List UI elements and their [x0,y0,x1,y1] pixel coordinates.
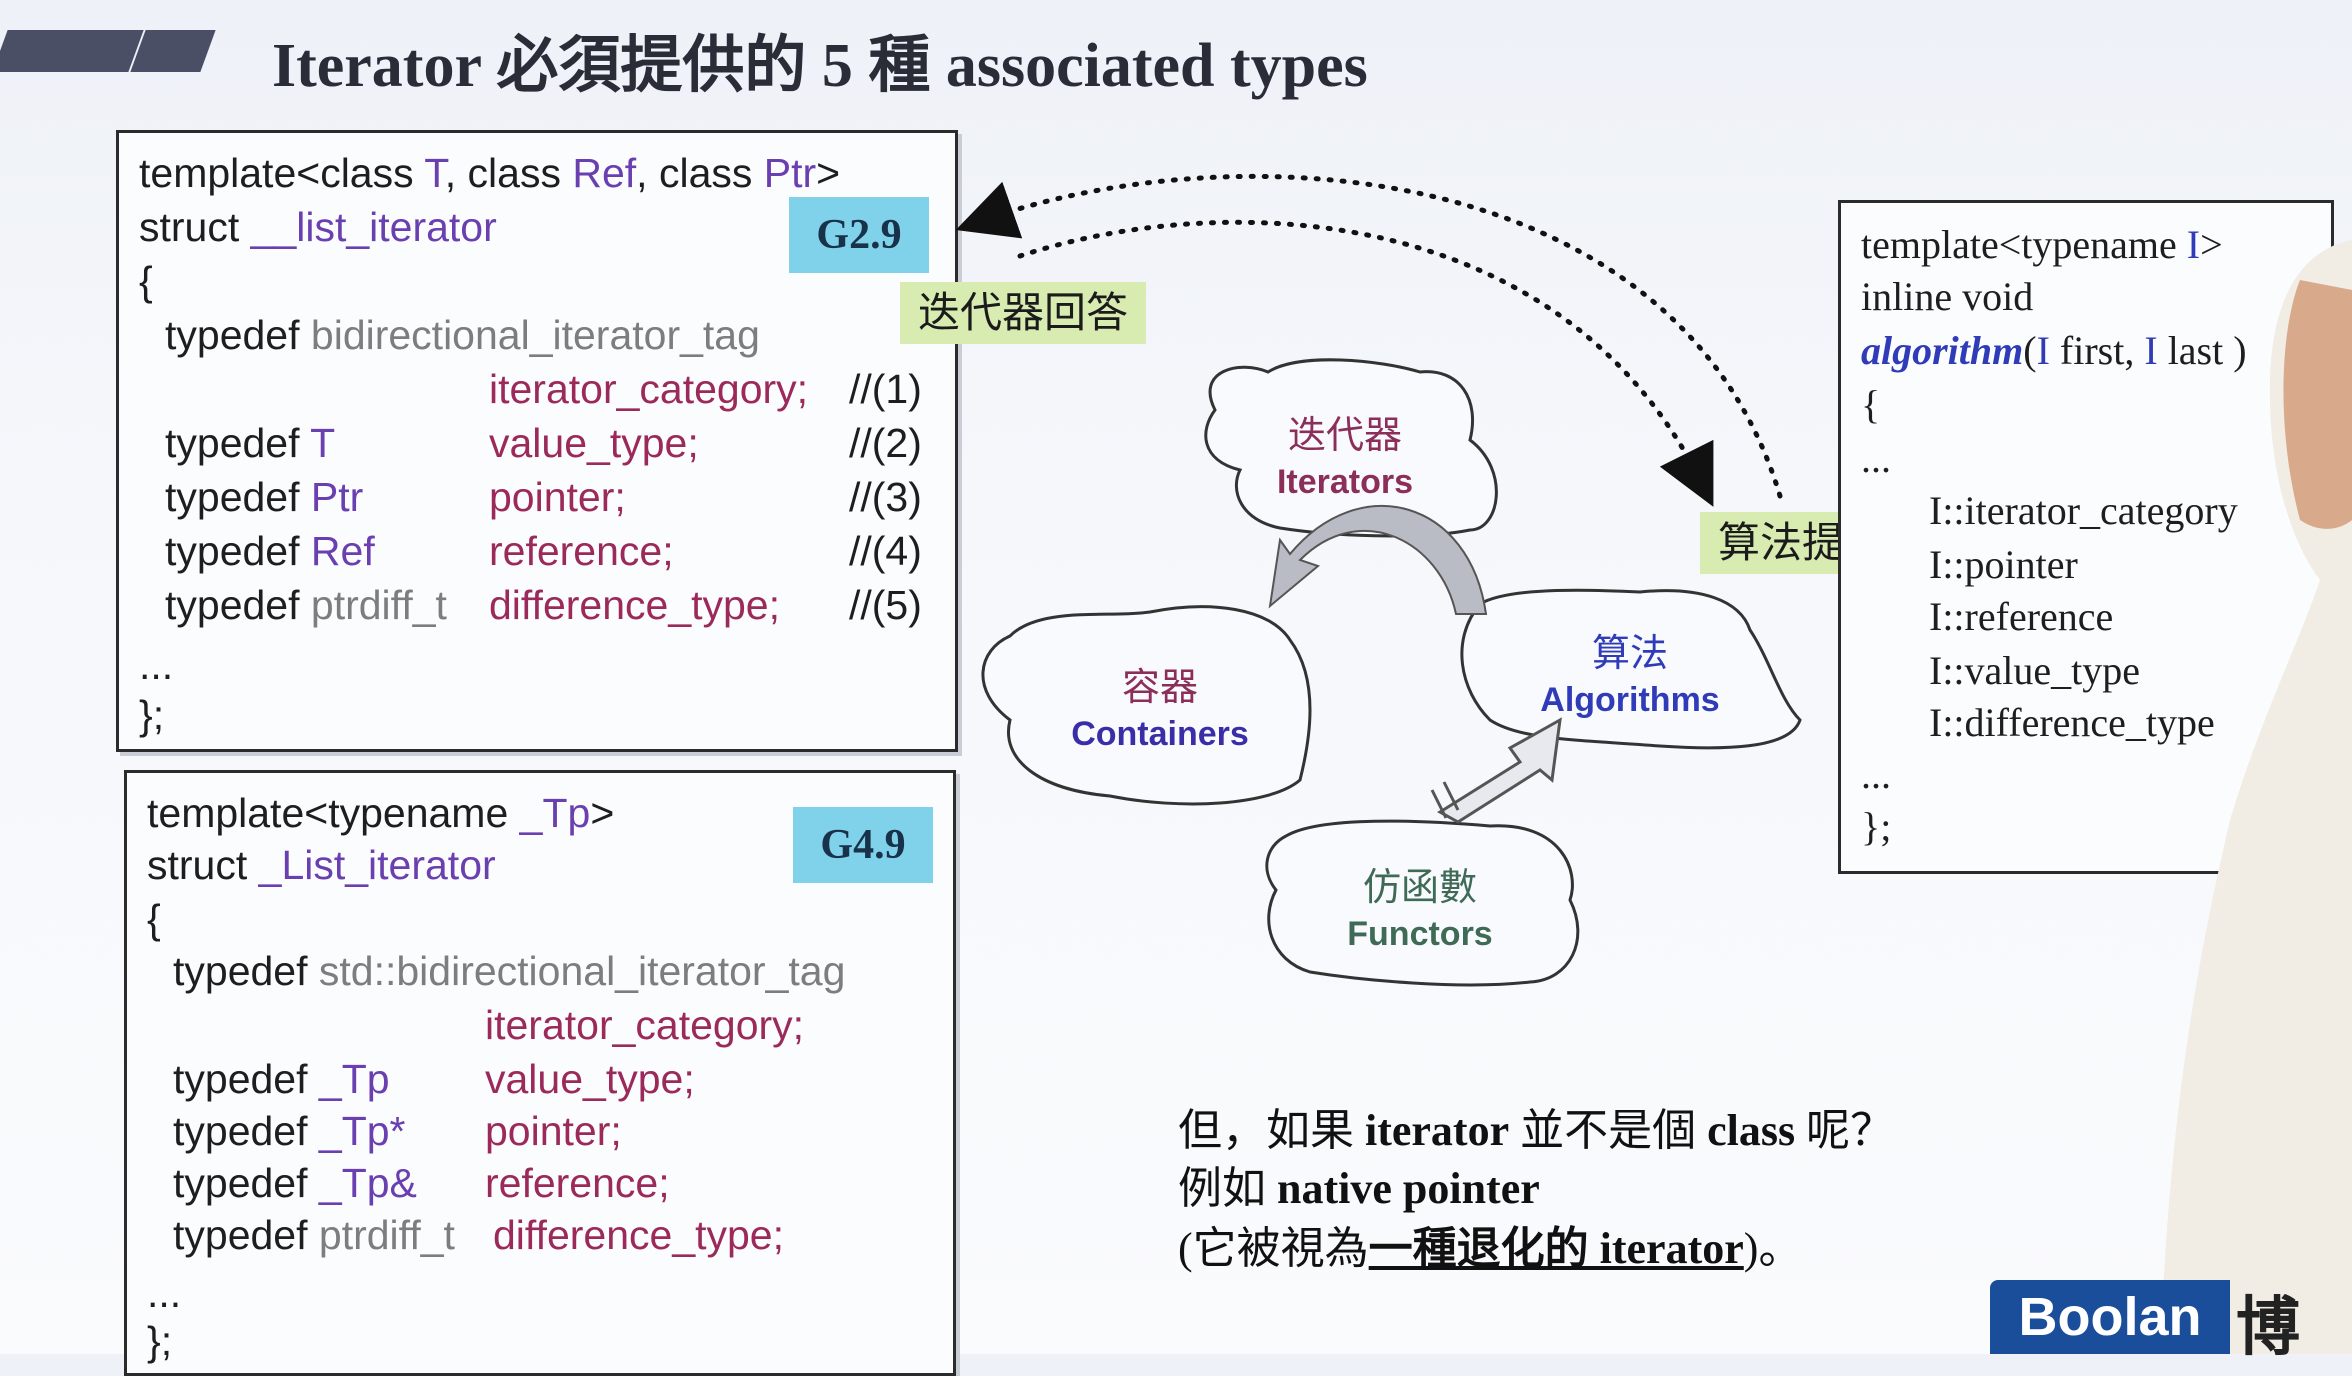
g29-open-brace: { [139,258,153,304]
curved-arrow [1268,505,1488,615]
cloud-containers-label: 容器 Containers [1071,667,1249,753]
g29-close-brace: }; [139,692,165,738]
cloud-algorithms-label: 算法 Algorithms [1540,633,1720,719]
g29-badge: G2.9 [789,197,929,273]
g29-typedef-name: value_type; [489,420,699,466]
g29-typedef-row: typedef Ref [165,528,375,574]
g29-typedef-name: pointer; [489,474,626,520]
note-line-3: (它被視為一種退化的 iterator)。 [1178,1224,1803,1273]
g49-typedef-row: typedef _Tp& [173,1160,417,1206]
g49-template-line: template<typename _Tp> [147,790,615,836]
functor-arrow [1437,717,1562,824]
g49-badge: G4.9 [793,807,933,883]
g29-typedef-num: //(5) [849,582,922,628]
g49-typedef-name: pointer; [485,1108,622,1154]
g49-typedef-row: typedef _Tp* [173,1108,406,1154]
g29-typedef-row: typedef ptrdiff_t [165,582,447,628]
algo-close-brace: }; [1861,804,1892,849]
header-stripe [58,30,144,72]
g29-typedef-num: //(4) [849,528,922,574]
algo-ellipsis: ... [1861,752,1891,797]
algorithm-code-box: template<typename I> inline void algorit… [1838,200,2334,874]
algo-template-line: template<typename I> [1861,222,2223,267]
g29-typedef-name: reference; [489,528,674,574]
boolan-logo: Boolan [1990,1280,2230,1354]
g49-open-brace: { [147,896,161,942]
boolan-logo-cn: 博 [2236,1292,2300,1363]
g29-ellipsis: ... [139,642,174,688]
g29-typedef-name: iterator_category; [489,366,809,412]
g29-typedef-name: difference_type; [489,582,781,628]
cloud-functors-label: 仿函數 Functors [1347,867,1493,953]
algo-ellipsis: ... [1861,436,1891,481]
g49-typedef-name: value_type; [485,1056,695,1102]
slide-title: Iterator 必須提供的 5 種 associated types [272,32,1368,100]
g29-struct-line: struct __list_iterator [139,204,497,250]
g49-typedef-row: typedef ptrdiff_t [173,1212,455,1258]
g29-template-line: template<class T, class Ref, class Ptr> [139,150,841,196]
algo-item: I::pointer [1929,542,2078,587]
g49-close-brace: }; [147,1318,173,1364]
g49-ellipsis: ... [147,1270,182,1316]
note-line-1: 但，如果 iterator 並不是個 class 呢？ [1178,1106,1895,1155]
algo-item: I::value_type [1929,648,2141,693]
g29-typedef-num: //(1) [849,366,922,412]
cloud-iterators-label: 迭代器 Iterators [1276,415,1414,501]
header-stripe [130,30,216,72]
g29-typedef-num: //(3) [849,474,922,520]
g29-typedef-row: typedef Ptr [165,474,364,520]
algo-signature-line: algorithm(I first, I last ) [1861,328,2247,373]
algo-item: I::difference_type [1929,700,2215,745]
g29-typedef-row: typedef bidirectional_iterator_tag [165,312,760,358]
g49-typedef-name: reference; [485,1160,670,1206]
algo-open-brace: { [1861,382,1881,427]
g49-code-box: G4.9 template<typename _Tp> struct _List… [124,770,956,1376]
iterator-answer-label: 迭代器回答 [900,282,1147,345]
g29-typedef-row: typedef T [165,420,336,466]
g49-typedef-row: typedef std::bidirectional_iterator_tag [173,948,846,994]
g49-typedef-row: typedef _Tp [173,1056,390,1102]
g49-struct-line: struct _List_iterator [147,842,496,888]
note-line-2: 例如 native pointer [1178,1164,1540,1213]
algo-item: I::reference [1929,594,2114,639]
algo-item: I::iterator_category [1929,488,2238,533]
algo-inline-line: inline void [1861,274,2034,319]
g49-typedef-name: iterator_category; [485,1002,805,1048]
g29-code-box: G2.9 template<class T, class Ref, class … [116,130,958,752]
g49-typedef-name: difference_type; [493,1212,785,1258]
g29-typedef-num: //(2) [849,420,922,466]
